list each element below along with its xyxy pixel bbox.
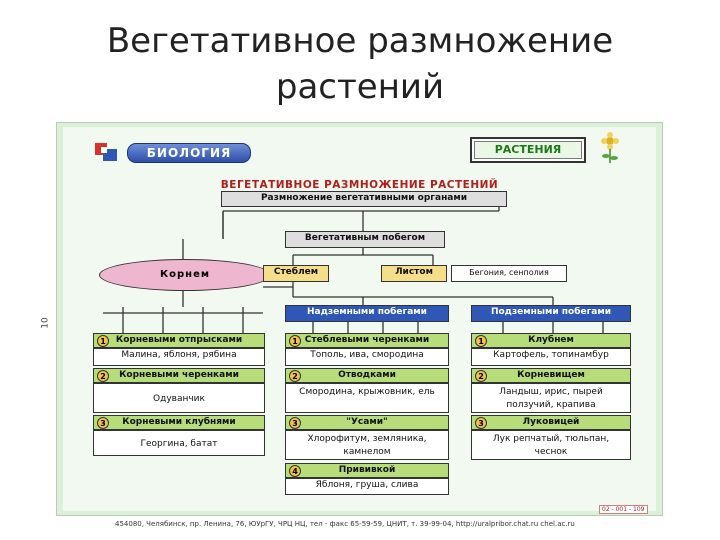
above-method-4: Прививкой xyxy=(285,463,449,478)
below-method-1: Клубнем xyxy=(471,333,631,348)
root-box: Размножение вегетативными органами xyxy=(221,191,507,207)
number-badge: 1 xyxy=(97,335,109,347)
root-method-1: Корневыми отпрысками xyxy=(93,333,265,348)
above-method-2: Отводками xyxy=(285,368,449,383)
root-method-2-examples: Одуванчик xyxy=(93,383,265,413)
below-method-3-examples: Лук репчатый, тюльпан, чеснок xyxy=(471,430,631,460)
biology-logo-icon xyxy=(95,143,117,161)
connector-lines xyxy=(103,205,613,333)
below-ground-box: Подземными побегами xyxy=(471,305,631,322)
number-badge: 3 xyxy=(97,417,109,429)
diagram-canvas: БИОЛОГИЯ РАСТЕНИЯ ВЕГЕТАТИВНОЕ РАЗМНОЖЕН… xyxy=(63,127,656,514)
root-method-3: Корневыми клубнями xyxy=(93,415,265,430)
shoot-box: Вегетативным побегом xyxy=(285,231,445,248)
number-badge: 2 xyxy=(289,370,301,382)
number-badge: 2 xyxy=(97,370,109,382)
number-badge: 3 xyxy=(475,417,487,429)
above-method-2-examples: Смородина, крыжовник, ель xyxy=(285,383,449,413)
above-method-3-examples: Хлорофитум, земляника, камнелом xyxy=(285,430,449,460)
flower-icon xyxy=(601,132,619,163)
above-ground-box: Надземными побегами xyxy=(285,305,449,322)
below-method-2-examples: Ландыш, ирис, пырей ползучий, крапива xyxy=(471,383,631,413)
root-method-2: Корневыми черенками xyxy=(93,368,265,383)
root-method-3-examples: Георгина, батат xyxy=(93,430,265,456)
above-method-3: "Усами" xyxy=(285,415,449,430)
page-code: 02 - 001 - 109 xyxy=(599,505,648,514)
above-method-1: Стеблевыми черенками xyxy=(285,333,449,348)
diagram-panel: БИОЛОГИЯ РАСТЕНИЯ ВЕГЕТАТИВНОЕ РАЗМНОЖЕН… xyxy=(56,122,663,516)
below-method-3: Луковицей xyxy=(471,415,631,430)
slide-title-line2: растений xyxy=(275,67,445,107)
number-badge: 3 xyxy=(289,417,301,429)
diagram-title: ВЕГЕТАТИВНОЕ РАЗМНОЖЕНИЕ РАСТЕНИЙ xyxy=(220,179,499,191)
slide-title: Вегетативное размножение растений xyxy=(0,18,720,110)
leaf-box: Листом xyxy=(381,265,447,282)
number-badge: 1 xyxy=(289,335,301,347)
roots-ellipse: Корнем xyxy=(99,259,271,291)
number-badge: 2 xyxy=(475,370,487,382)
section-badge: РАСТЕНИЯ xyxy=(470,137,586,163)
number-badge: 1 xyxy=(475,335,487,347)
stem-box: Стеблем xyxy=(263,265,329,282)
footer-address: 454080, Челябинск, пр. Ленина, 76, ЮУрГУ… xyxy=(115,520,575,528)
above-method-1-examples: Тополь, ива, смородина xyxy=(285,348,449,366)
below-method-2: Корневищем xyxy=(471,368,631,383)
side-page-number: 10 xyxy=(40,317,51,329)
above-method-4-examples: Яблоня, груша, слива xyxy=(285,478,449,495)
slide-title-line1: Вегетативное размножение xyxy=(106,21,614,61)
number-badge: 4 xyxy=(289,465,301,477)
section-label: РАСТЕНИЯ xyxy=(474,141,582,159)
logo-text: БИОЛОГИЯ xyxy=(127,143,251,163)
leaf-examples: Бегония, сенполия xyxy=(451,265,567,282)
below-method-1-examples: Картофель, топинамбур xyxy=(471,348,631,366)
root-method-1-examples: Малина, яблоня, рябина xyxy=(93,348,265,366)
